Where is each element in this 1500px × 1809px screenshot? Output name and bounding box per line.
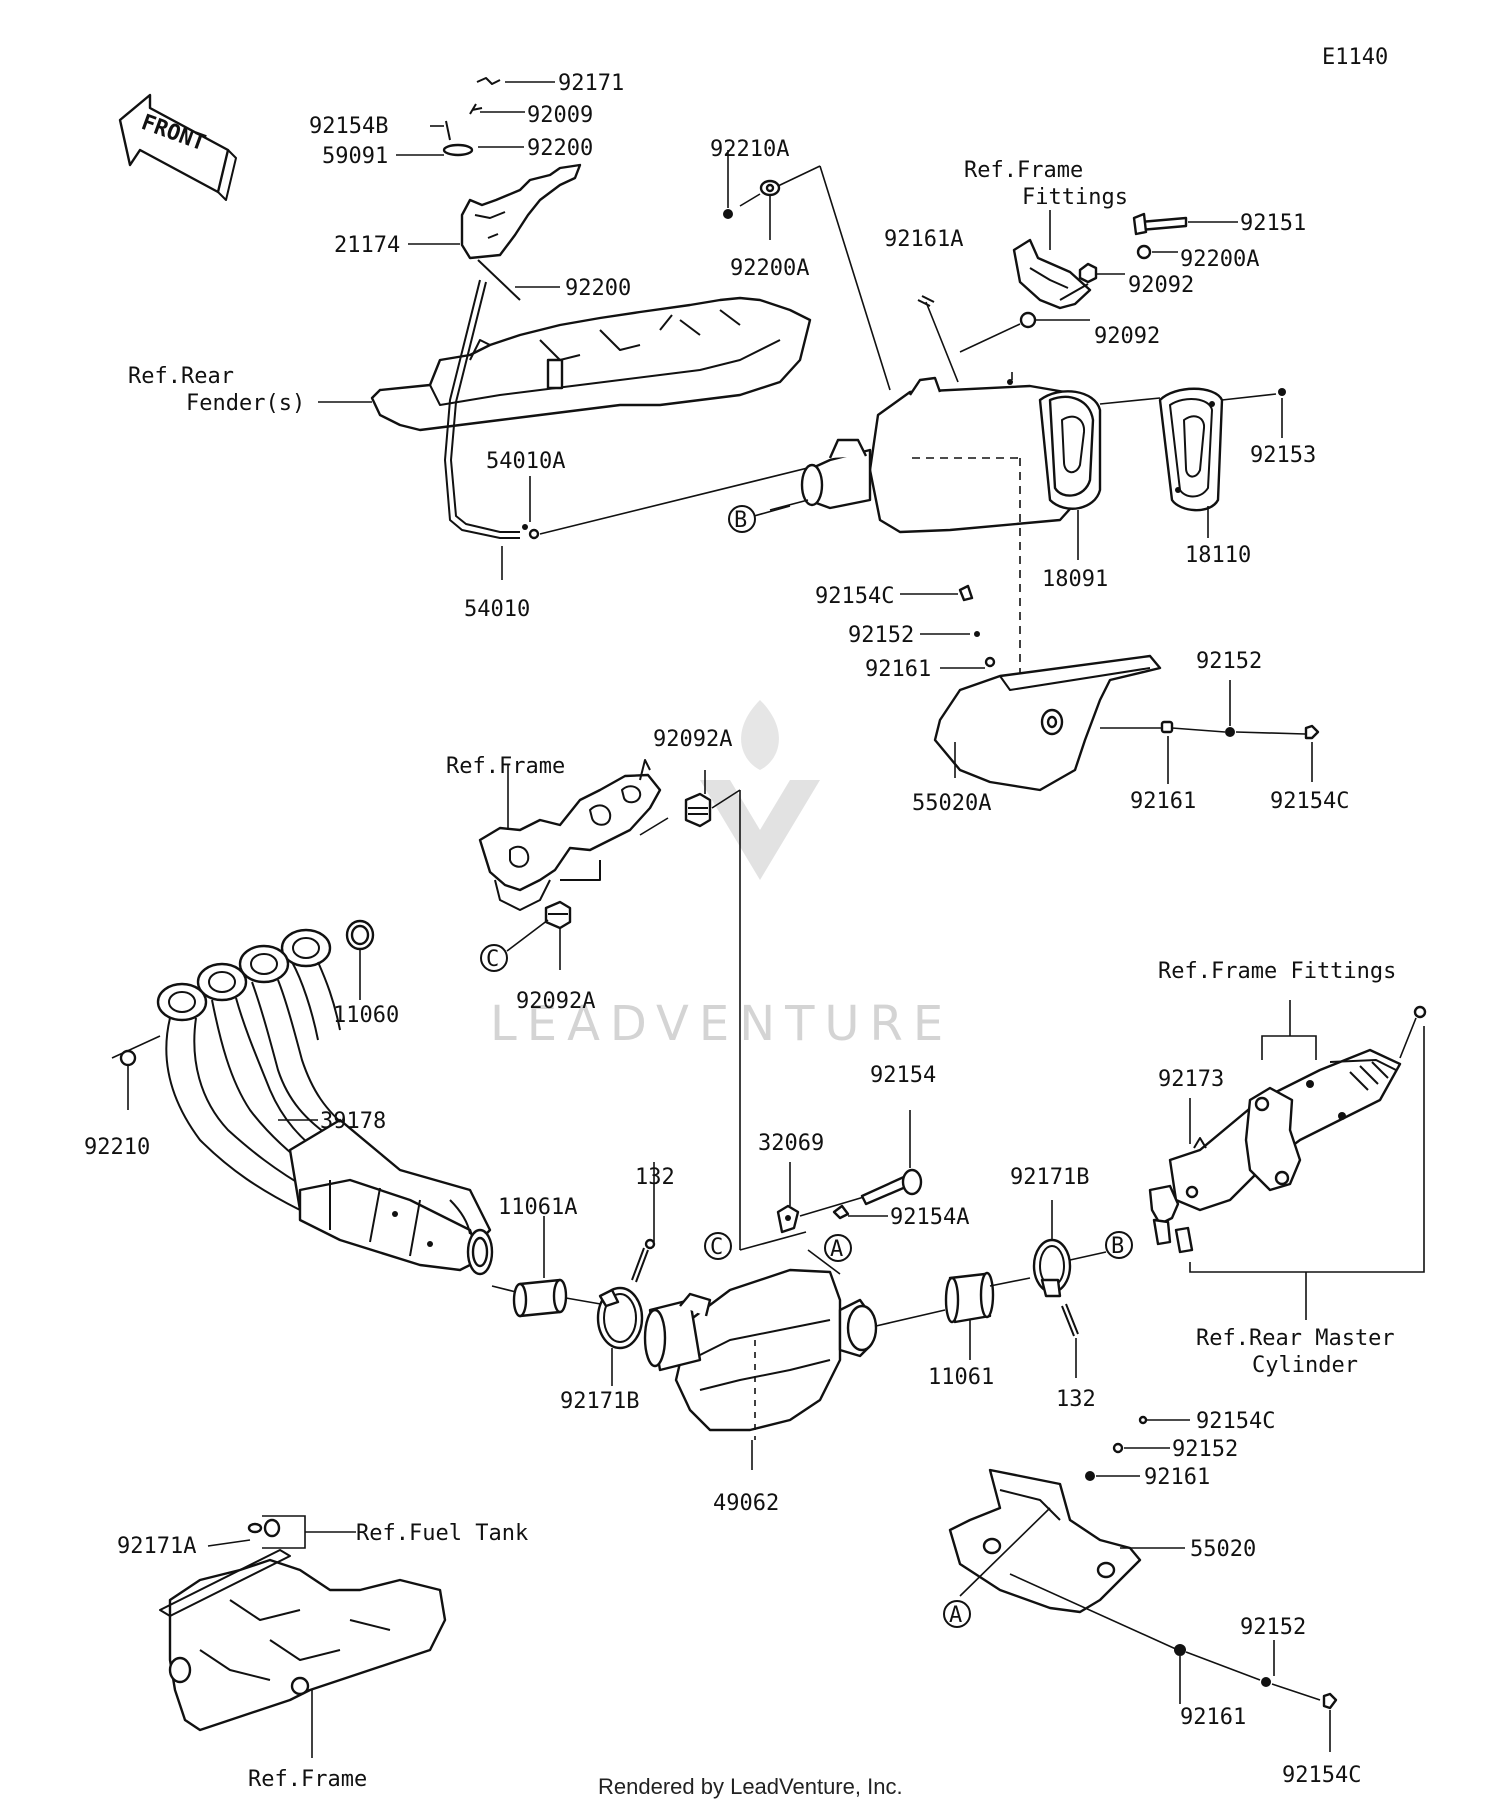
label-92154C-3: 92154C bbox=[1196, 1409, 1275, 1434]
exhaust-headers bbox=[111, 919, 494, 1276]
label-92152-4: 92152 bbox=[1240, 1615, 1306, 1640]
label-92152-2: 92152 bbox=[1196, 649, 1262, 674]
callout-a-middle: A bbox=[824, 1234, 852, 1262]
label-ref-frame-fittings-2: Ref.Frame Fittings bbox=[1158, 959, 1396, 984]
gasket-and-clamp-right bbox=[944, 1200, 1107, 1378]
callout-b-upper: B bbox=[728, 505, 756, 533]
label-92210A: 92210A bbox=[710, 137, 789, 162]
svg-text:C: C bbox=[486, 947, 499, 972]
label-92161A: 92161A bbox=[884, 227, 963, 252]
label-92154A: 92154A bbox=[890, 1205, 969, 1230]
label-92009: 92009 bbox=[527, 103, 593, 128]
top-bracket-assembly bbox=[318, 77, 841, 580]
label-ref-rear-master-1: Ref.Rear Master bbox=[1196, 1326, 1395, 1351]
diagram-code: E1140 bbox=[1322, 45, 1388, 70]
label-132-2: 132 bbox=[1056, 1387, 1096, 1412]
label-92161-2: 92161 bbox=[1130, 789, 1196, 814]
heat-guard-55020A bbox=[900, 584, 1320, 792]
label-92171: 92171 bbox=[558, 71, 624, 96]
callout-c-lower: C bbox=[704, 1232, 732, 1260]
label-92151: 92151 bbox=[1240, 211, 1306, 236]
label-32069: 32069 bbox=[758, 1131, 824, 1156]
label-55020: 55020 bbox=[1190, 1537, 1256, 1562]
label-92152-1: 92152 bbox=[848, 623, 914, 648]
label-92210: 92210 bbox=[84, 1135, 150, 1160]
label-ref-rear-fender-1: Ref.Rear bbox=[128, 364, 234, 389]
label-ref-frame-1: Ref.Frame bbox=[446, 754, 565, 779]
label-92153: 92153 bbox=[1250, 443, 1316, 468]
label-92171A: 92171A bbox=[117, 1534, 196, 1559]
label-92161-1: 92161 bbox=[865, 657, 931, 682]
label-ref-frame-fittings-1a: Ref.Frame bbox=[964, 158, 1083, 183]
callout-c-upper: C bbox=[480, 944, 508, 972]
label-54010A: 54010A bbox=[486, 449, 565, 474]
label-92200A-2: 92200A bbox=[1180, 247, 1259, 272]
svg-text:A: A bbox=[830, 1237, 843, 1262]
label-92092A-2: 92092A bbox=[516, 989, 595, 1014]
frame-bracket bbox=[478, 759, 741, 1250]
front-arrow-icon: FRONT bbox=[118, 93, 237, 201]
footer-credit: Rendered by LeadVenture, Inc. bbox=[598, 1774, 903, 1799]
fuel-tank-frame bbox=[159, 1515, 447, 1758]
svg-text:B: B bbox=[1111, 1234, 1124, 1259]
label-92171B-2: 92171B bbox=[1010, 1165, 1089, 1190]
pre-chamber-49062 bbox=[643, 1110, 946, 1470]
label-39178: 39178 bbox=[320, 1109, 386, 1134]
label-55020A: 55020A bbox=[912, 791, 991, 816]
label-ref-fuel-tank: Ref.Fuel Tank bbox=[356, 1521, 528, 1546]
svg-text:C: C bbox=[710, 1235, 723, 1260]
label-59091: 59091 bbox=[322, 144, 388, 169]
label-92154B: 92154B bbox=[309, 114, 388, 139]
label-92200-mid: 92200 bbox=[565, 276, 631, 301]
heat-guard-55020 bbox=[948, 1415, 1338, 1752]
callout-b-lower: B bbox=[1105, 1231, 1133, 1259]
callout-a-lower: A bbox=[943, 1600, 971, 1628]
label-ref-frame-2: Ref.Frame bbox=[248, 1767, 367, 1792]
label-92154C-1: 92154C bbox=[815, 584, 894, 609]
label-11061: 11061 bbox=[928, 1365, 994, 1390]
label-92154C-4: 92154C bbox=[1282, 1763, 1361, 1788]
label-92171B-1: 92171B bbox=[560, 1389, 639, 1414]
label-49062: 49062 bbox=[713, 1491, 779, 1516]
label-18110: 18110 bbox=[1185, 543, 1251, 568]
label-21174: 21174 bbox=[334, 233, 400, 258]
label-92161-4: 92161 bbox=[1180, 1705, 1246, 1730]
label-54010: 54010 bbox=[464, 597, 530, 622]
label-92152-3: 92152 bbox=[1172, 1437, 1238, 1462]
label-ref-frame-fittings-1b: Fittings bbox=[1022, 185, 1128, 210]
label-92092-1: 92092 bbox=[1128, 273, 1194, 298]
muffler-assembly bbox=[723, 150, 1286, 720]
watermark-text: LEADVENTURE bbox=[490, 996, 953, 1052]
label-92200-top: 92200 bbox=[527, 136, 593, 161]
label-132-1: 132 bbox=[635, 1165, 675, 1190]
label-18091: 18091 bbox=[1042, 567, 1108, 592]
rear-master-cylinder-bracket bbox=[1148, 1000, 1427, 1320]
label-92161-3: 92161 bbox=[1144, 1465, 1210, 1490]
label-92200A-1: 92200A bbox=[730, 256, 809, 281]
svg-text:A: A bbox=[949, 1603, 962, 1628]
label-ref-rear-fender-2: Fender(s) bbox=[186, 391, 305, 416]
label-92173: 92173 bbox=[1158, 1067, 1224, 1092]
label-11061A: 11061A bbox=[498, 1195, 577, 1220]
gasket-and-clamp-left bbox=[491, 1162, 656, 1386]
label-ref-rear-master-2: Cylinder bbox=[1252, 1353, 1358, 1378]
label-92154: 92154 bbox=[870, 1063, 936, 1088]
label-92154C-2: 92154C bbox=[1270, 789, 1349, 814]
label-92092-2: 92092 bbox=[1094, 324, 1160, 349]
watermark: LEADVENTURE bbox=[490, 700, 953, 1052]
label-11060: 11060 bbox=[333, 1003, 399, 1028]
label-92092A-1: 92092A bbox=[653, 727, 732, 752]
svg-text:B: B bbox=[734, 508, 747, 533]
